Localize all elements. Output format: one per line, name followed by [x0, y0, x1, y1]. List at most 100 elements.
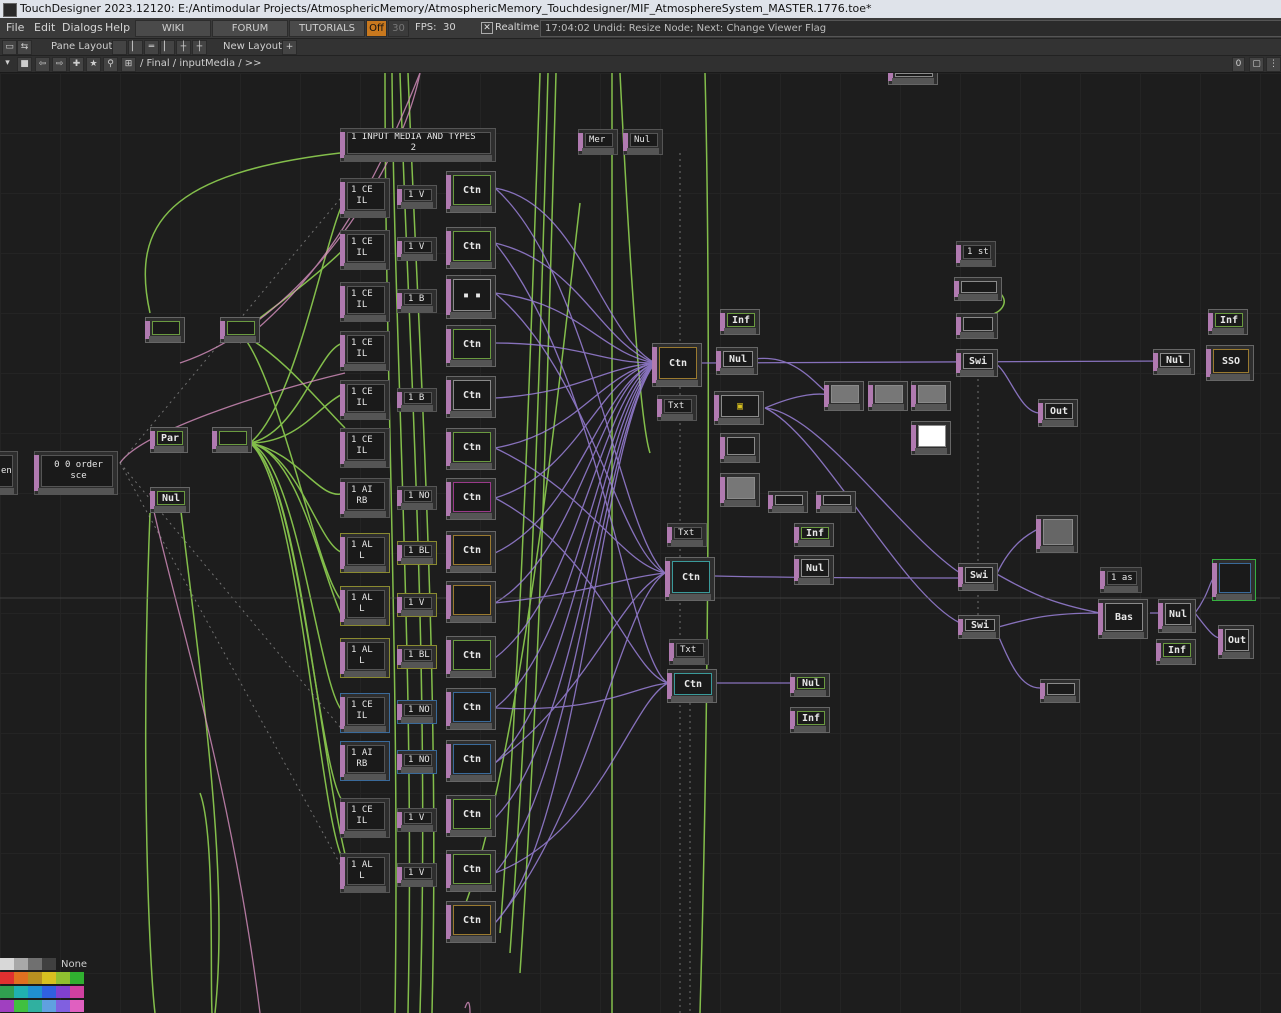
top-node-e[interactable]	[824, 381, 864, 411]
out-node-2[interactable]: Out	[1218, 625, 1254, 659]
nul-node-far[interactable]: Nul	[1158, 599, 1196, 633]
swatch-blue[interactable]	[42, 986, 56, 998]
ctn-hub-node[interactable]: Ctn	[652, 343, 702, 387]
swatch-charcoal[interactable]	[42, 958, 56, 970]
ctn-node-15[interactable]: Ctn	[446, 901, 496, 943]
ctn-node-13[interactable]: Ctn	[446, 795, 496, 837]
menu-dialogs[interactable]: Dialogs	[62, 21, 103, 34]
nul-node-mid[interactable]: Nul	[794, 555, 834, 585]
b-node-1[interactable]: 1 B	[397, 289, 437, 313]
nul-node-hub[interactable]: Nul	[716, 347, 758, 375]
ctn-node-1[interactable]: Ctn	[446, 171, 496, 213]
v-node-5[interactable]: 1 V	[397, 863, 437, 887]
maximize-icon[interactable]: ▢	[1249, 57, 1264, 72]
ceil-node-1[interactable]: 1 CE IL	[340, 178, 390, 218]
nd-node-1[interactable]: 1 NO	[397, 486, 437, 510]
input-media-title-node[interactable]: 1 INPUT MEDIA AND TYPES 2	[340, 128, 496, 162]
ceil-node-4[interactable]: 1 CE IL	[340, 331, 390, 371]
top-node-h[interactable]	[954, 277, 1002, 301]
swatch-cyan[interactable]	[28, 986, 42, 998]
layout-2-icon[interactable]: ▏	[128, 40, 143, 55]
top-preview-node[interactable]: ▣	[714, 391, 764, 425]
airb-node-2[interactable]: 1 AI RB	[340, 741, 390, 781]
top-node-white[interactable]	[911, 421, 951, 455]
forward-icon[interactable]: ⇨	[52, 57, 67, 72]
swatch-orange[interactable]	[14, 972, 28, 984]
pane-split-icon[interactable]: ▭	[2, 40, 17, 55]
search-icon[interactable]: ⚲	[103, 57, 118, 72]
top-node-offscreen[interactable]	[888, 73, 938, 85]
back-icon[interactable]: ⇦	[35, 57, 50, 72]
swatch-bright-green[interactable]	[14, 1000, 28, 1012]
ctn-node-9-preview[interactable]	[446, 581, 496, 623]
txt-node-1[interactable]: Txt	[657, 395, 697, 421]
swatch-purple[interactable]	[56, 986, 70, 998]
nul-node-low[interactable]: Nul	[790, 673, 830, 697]
ctn-node-mid[interactable]: Ctn	[665, 557, 715, 601]
txt-node-3[interactable]: Txt	[669, 639, 709, 665]
ctn-node-10[interactable]: Ctn	[446, 636, 496, 678]
swi-node-2[interactable]: Swi	[958, 563, 998, 591]
ctn-node-8[interactable]: Ctn	[446, 531, 496, 573]
swatch-magenta[interactable]	[70, 986, 84, 998]
all-node-1[interactable]: 1 AL L	[340, 533, 390, 573]
menu-file[interactable]: File	[6, 21, 25, 34]
forum-button[interactable]: FORUM	[212, 20, 288, 37]
inf-node-3[interactable]: Inf	[790, 707, 830, 733]
home-icon[interactable]: ✚	[69, 57, 84, 72]
bookmark-icon[interactable]: ★	[86, 57, 101, 72]
nd-node-3[interactable]: 1 NO	[397, 750, 437, 774]
v-node-3[interactable]: 1 V	[397, 593, 437, 617]
ctn-node-7[interactable]: Ctn	[446, 478, 496, 520]
b-node-2[interactable]: 1 B	[397, 388, 437, 412]
st-node[interactable]: 1 st	[956, 241, 996, 267]
inf-node-4[interactable]: Inf	[1208, 309, 1248, 335]
top-node-f[interactable]	[868, 381, 908, 411]
all-node-3[interactable]: 1 AL L	[340, 638, 390, 678]
layout-3-icon[interactable]: ═	[144, 40, 159, 55]
ctn-node-low[interactable]: Ctn	[667, 669, 717, 703]
counter-box[interactable]: 0	[1232, 57, 1245, 72]
network-icon[interactable]: ⊞	[121, 57, 136, 72]
nul-node-top[interactable]: Nul	[623, 129, 663, 155]
add-layout-button[interactable]: +	[282, 40, 297, 55]
swatch-lavender[interactable]	[56, 1000, 70, 1012]
stop-icon[interactable]: ■	[17, 57, 32, 72]
top-node-g[interactable]	[911, 381, 951, 411]
network-path[interactable]: / Final / inputMedia / >>	[140, 58, 262, 69]
menu-help[interactable]: Help	[105, 21, 131, 34]
layout-5-icon[interactable]: ┼	[176, 40, 191, 55]
ctn-node-5[interactable]: Ctn	[446, 376, 496, 418]
pane-linked-icon[interactable]: ⇆	[17, 40, 32, 55]
ctn-node-6[interactable]: Ctn	[446, 428, 496, 470]
nd-node-2[interactable]: 1 NO	[397, 700, 437, 724]
bas-node[interactable]: Bas	[1098, 599, 1148, 639]
v-node-4[interactable]: 1 V	[397, 808, 437, 832]
swatch-yellow[interactable]	[42, 972, 56, 984]
swatch-light[interactable]	[0, 958, 14, 970]
top-node-d[interactable]	[816, 491, 856, 513]
fps-box[interactable]: 30	[388, 20, 409, 37]
sso-node[interactable]: SSO	[1206, 345, 1254, 381]
swatch-ochre[interactable]	[28, 972, 42, 984]
layout-1-icon[interactable]	[112, 40, 127, 55]
ceil-node-5[interactable]: 1 CE IL	[340, 380, 390, 420]
chevron-down-icon[interactable]: ▾	[1, 57, 14, 70]
swatch-grey[interactable]	[14, 958, 28, 970]
pane-menu-icon[interactable]: ⋮	[1266, 57, 1281, 72]
inf-node-2[interactable]: Inf	[794, 523, 834, 547]
nul-node-left[interactable]: Nul	[150, 487, 190, 513]
ctn-node-14[interactable]: Ctn	[446, 850, 496, 892]
swatch-sea[interactable]	[28, 1000, 42, 1012]
layout-4-icon[interactable]: ▏	[160, 40, 175, 55]
top-node-j[interactable]	[1036, 515, 1078, 553]
output-preview-node[interactable]	[1212, 559, 1256, 601]
all-node-2[interactable]: 1 AL L	[340, 586, 390, 626]
nul-node-right[interactable]: Nul	[1153, 349, 1195, 375]
swatch-red[interactable]	[0, 972, 14, 984]
swatch-sky[interactable]	[42, 1000, 56, 1012]
swi-node-3[interactable]: Swi	[958, 615, 1000, 639]
mer-node[interactable]: Mer	[578, 129, 618, 155]
all-node-4[interactable]: 1 AL L	[340, 853, 390, 893]
airb-node-1[interactable]: 1 AI RB	[340, 478, 390, 518]
